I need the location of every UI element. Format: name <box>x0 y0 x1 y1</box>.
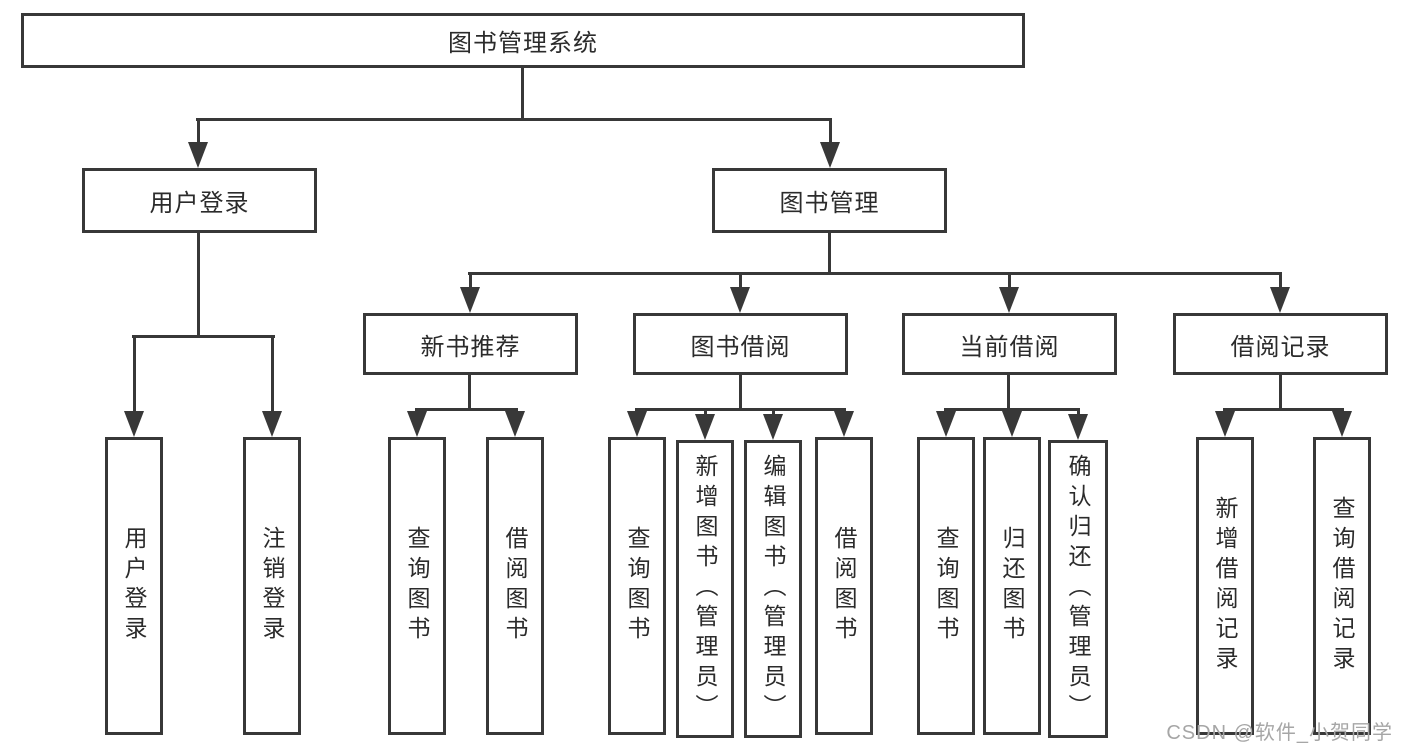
arrow-to-leaf-user-login <box>124 335 144 437</box>
arrow-head-icon <box>460 287 480 313</box>
arrow-head-icon <box>834 411 854 437</box>
node-book-management: 图书管理 <box>712 168 947 233</box>
arrow-to-book-borrow <box>730 272 750 313</box>
node-leaf-search-book-2: 查询图书 <box>608 437 666 735</box>
arrow-to-leaf-search-borrow-record <box>1332 408 1352 437</box>
arrow-head-icon <box>188 142 208 168</box>
arrow-shaft <box>738 272 742 291</box>
arrow-head-icon <box>505 411 525 437</box>
arrow-head-icon <box>936 411 956 437</box>
connector-book-mgmt-stub <box>828 233 831 272</box>
node-leaf-edit-book-admin: 编辑图书（管理员） <box>744 440 802 738</box>
node-leaf-return-book: 归还图书 <box>983 437 1041 735</box>
arrow-to-leaf-search-book-3 <box>936 408 956 437</box>
node-leaf-add-book-admin: 新增图书（管理员） <box>676 440 734 738</box>
node-leaf-add-borrow-record: 新增借阅记录 <box>1196 437 1254 735</box>
connector-newbook-bus <box>415 408 518 411</box>
arrow-shaft <box>468 272 472 291</box>
arrow-to-leaf-edit-book <box>763 408 783 440</box>
connector-bookborrow-bus <box>635 408 846 411</box>
arrow-head-icon <box>262 411 282 437</box>
connector-newbook-stub <box>468 375 471 408</box>
arrow-shaft <box>1076 408 1080 418</box>
node-borrow-records: 借阅记录 <box>1173 313 1388 375</box>
arrow-head-icon <box>1215 411 1235 437</box>
arrow-to-leaf-confirm-return <box>1068 408 1088 440</box>
arrow-head-icon <box>1270 287 1290 313</box>
connector-user-login-stub <box>197 233 200 335</box>
arrow-shaft <box>270 335 274 415</box>
csdn-watermark: CSDN @软件_小贺同学 <box>1166 722 1393 744</box>
arrow-head-icon <box>1332 411 1352 437</box>
arrow-to-leaf-borrow-book-1 <box>505 408 525 437</box>
connector-borrowrecords-stub <box>1279 375 1282 408</box>
arrow-to-leaf-logout <box>262 335 282 437</box>
arrow-head-icon <box>999 287 1019 313</box>
node-current-borrow: 当前借阅 <box>902 313 1117 375</box>
connector-level2-bus <box>196 118 832 121</box>
arrow-head-icon <box>695 414 715 440</box>
connector-bookborrow-stub <box>739 375 742 408</box>
arrow-head-icon <box>124 411 144 437</box>
arrow-head-icon <box>627 411 647 437</box>
node-root-library-system: 图书管理系统 <box>21 13 1025 68</box>
node-leaf-user-login: 用户登录 <box>105 437 163 735</box>
node-leaf-search-book-1: 查询图书 <box>388 437 446 735</box>
connector-currentborrow-stub <box>1007 375 1010 408</box>
arrow-to-book-management <box>820 118 840 168</box>
arrow-to-leaf-add-borrow-record <box>1215 408 1235 437</box>
node-leaf-search-borrow-record: 查询借阅记录 <box>1313 437 1371 735</box>
node-leaf-search-book-3: 查询图书 <box>917 437 975 735</box>
arrow-shaft <box>196 118 200 146</box>
arrow-shaft <box>1278 272 1282 291</box>
arrow-head-icon <box>763 414 783 440</box>
node-new-book-recommend: 新书推荐 <box>363 313 578 375</box>
node-leaf-logout: 注销登录 <box>243 437 301 735</box>
arrow-head-icon <box>730 287 750 313</box>
arrow-to-new-book-recommend <box>460 272 480 313</box>
arrow-shaft <box>828 118 832 146</box>
arrow-head-icon <box>820 142 840 168</box>
arrow-to-leaf-return-book <box>1002 408 1022 437</box>
node-leaf-borrow-book-2: 借阅图书 <box>815 437 873 735</box>
node-leaf-confirm-return-admin: 确认归还（管理员） <box>1048 440 1108 738</box>
arrow-to-leaf-search-book-2 <box>627 408 647 437</box>
node-user-login: 用户登录 <box>82 168 317 233</box>
arrow-to-user-login <box>188 118 208 168</box>
arrow-to-leaf-search-book-1 <box>407 408 427 437</box>
connector-root-stub <box>521 68 524 118</box>
node-book-borrow: 图书借阅 <box>633 313 848 375</box>
arrow-shaft <box>771 408 775 418</box>
node-leaf-borrow-book-1: 借阅图书 <box>486 437 544 735</box>
arrow-head-icon <box>407 411 427 437</box>
arrow-to-leaf-borrow-book-2 <box>834 408 854 437</box>
arrow-shaft <box>1007 272 1011 291</box>
arrow-head-icon <box>1068 414 1088 440</box>
arrow-to-borrow-records <box>1270 272 1290 313</box>
arrow-shaft <box>703 408 707 418</box>
connector-user-login-bus <box>132 335 275 338</box>
connector-borrowrecords-bus <box>1223 408 1344 411</box>
arrow-to-current-borrow <box>999 272 1019 313</box>
arrow-head-icon <box>1002 411 1022 437</box>
arrow-to-leaf-add-book <box>695 408 715 440</box>
arrow-shaft <box>132 335 136 415</box>
connector-level3-bus <box>468 272 1282 275</box>
